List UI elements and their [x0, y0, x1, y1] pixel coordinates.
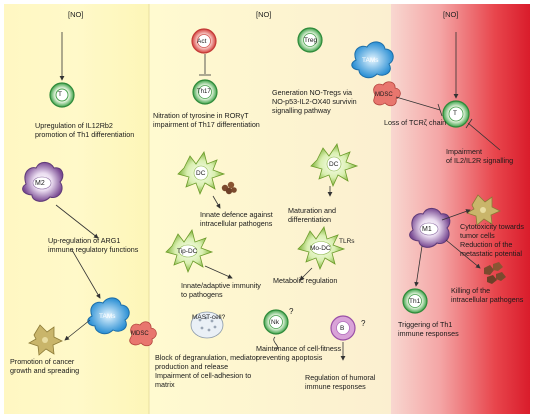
tip-dc-cell — [165, 229, 214, 274]
cell-label-mast: MAST-cell? — [192, 314, 226, 321]
cell-label-tams-left: TAMs — [99, 313, 116, 320]
label-rorgt: Nitration of tyrosine in RORγT impairmen… — [153, 111, 260, 129]
th1-cell — [402, 288, 428, 314]
label-th1-trigger: Triggering of Th1 immune responses — [398, 320, 459, 338]
cell-label-nk: Nk — [271, 319, 279, 326]
pathogen-cluster-2 — [484, 262, 506, 284]
cell-label-t-right: T — [453, 110, 457, 117]
cell-label-mdsc-right: MDSC — [375, 92, 393, 98]
mdsc-left-cell — [129, 321, 157, 347]
panel-middle — [149, 4, 391, 414]
cell-label-mo-dc: Mo-DC — [310, 245, 331, 252]
arrow-to-tumor-left — [64, 319, 91, 341]
inhibit-bar-mdsc-t — [437, 103, 443, 117]
m1-macrophage — [409, 207, 451, 248]
cell-label-dc1: DC — [196, 170, 206, 177]
header-left: [NO] — [68, 10, 84, 19]
inhibit-mdsc-t — [395, 96, 441, 111]
cell-label-act: Act — [197, 38, 207, 45]
t-cell-left — [49, 82, 75, 108]
arrow-m1-to-th1 — [414, 245, 423, 287]
b-cell — [330, 315, 356, 341]
cell-label-mdsc-left: MDSC — [131, 331, 149, 337]
label-arg1: Up-regulation of ARG1 immune regulatory … — [48, 236, 139, 254]
pathogen-cluster-1 — [221, 181, 237, 195]
arrow-m2-to-arg1 — [55, 204, 99, 239]
cell-label-t-left: T — [58, 91, 62, 98]
nk-question: ? — [289, 307, 294, 316]
t-cell-right — [442, 100, 470, 128]
label-tcr-loss: Loss of TCRζ chain — [384, 118, 447, 127]
act-cell — [191, 28, 217, 54]
cell-label-th17: Th17 — [197, 89, 211, 95]
mo-dc-cell — [297, 226, 346, 271]
header-middle: [NO] — [256, 10, 272, 19]
arrow-to-tams-left — [71, 249, 101, 299]
label-mast-effects: Block of degranulation, mediator product… — [155, 353, 259, 389]
header-right: [NO] — [443, 10, 459, 19]
label-il2r-impairment: Impairment of IL2/IL2R signalling — [446, 147, 514, 165]
label-cell-fitness: Maintenance of cell-fitness preventing a… — [256, 344, 342, 362]
nk-squiggle — [273, 336, 279, 351]
mast-cell — [190, 311, 224, 339]
tams-left-cell — [87, 297, 130, 335]
label-pathogen-killing: Killing of the intracellular pathogens — [451, 286, 524, 304]
panel-right — [391, 4, 530, 414]
panel-left — [4, 4, 149, 414]
cell-label-m2: M2 — [35, 180, 45, 187]
label-innate-adaptive: Innate/adaptive immunity to pathogens — [181, 281, 261, 299]
m2-macrophage — [22, 161, 64, 202]
cell-label-tip-dc: Tip-DC — [177, 248, 198, 255]
label-cancer-growth: Promotion of cancer growth and spreading — [10, 357, 80, 375]
label-il12rb2: Upregulation of IL12Rb2 promotion of Th1… — [35, 121, 135, 139]
inhibit-bar-il2-t — [465, 118, 473, 129]
cell-label-tams-right: TAMs — [362, 57, 379, 64]
treg-cell — [297, 27, 323, 53]
cell-label-treg: Treg — [304, 37, 318, 44]
arrow-m1-to-tumor — [441, 209, 471, 221]
b-question: ? — [361, 319, 366, 328]
nk-cell — [263, 309, 289, 335]
label-innate-defence: Innate defence against intracellular pat… — [200, 210, 273, 228]
dc-cell-1 — [177, 151, 226, 196]
inhibit-il2-t — [467, 122, 501, 151]
arrow-tipdc-to-immunity — [204, 265, 233, 279]
cell-label-th1: Th1 — [409, 298, 421, 305]
cell-label-b: B — [340, 325, 345, 332]
cell-label-dc2: DC — [329, 161, 339, 168]
arrow-m1-to-pathogens — [445, 239, 481, 269]
label-humoral: Regulation of humoral immune responses — [305, 373, 376, 391]
label-cytotoxicity: Cytotoxicity towards tumor cells Reducti… — [460, 222, 524, 258]
tams-right-cell — [351, 41, 394, 79]
label-no-tregs: Generation NO-Tregs via NO-p53-IL2-OX40 … — [272, 88, 357, 115]
tumor-cell-left — [28, 324, 63, 356]
arrow-dc-to-defence — [212, 195, 221, 209]
label-maturation: Maturation and differentiation — [288, 206, 336, 224]
th17-cell — [192, 79, 218, 105]
arrow-modc-to-metabolic — [299, 267, 313, 281]
mdsc-right-cell — [373, 81, 401, 107]
dc-cell-2 — [310, 143, 359, 188]
cell-label-m1: M1 — [422, 226, 432, 233]
label-metabolic: Metabolic regulation — [273, 276, 338, 285]
label-tlrs: TLRs — [339, 238, 355, 245]
